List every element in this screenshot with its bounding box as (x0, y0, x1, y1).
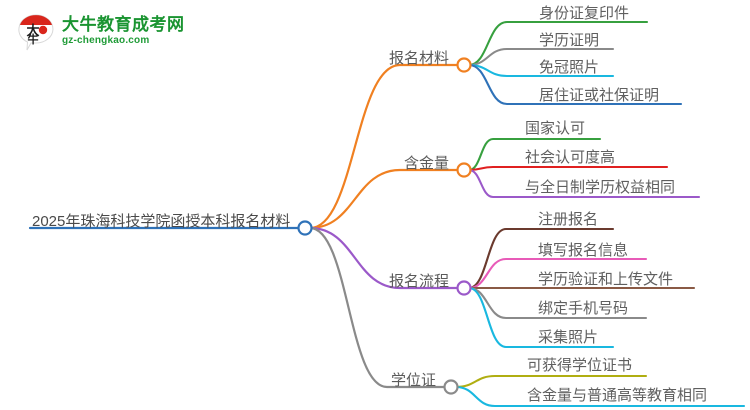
logo-mark-text: 大 (26, 23, 39, 39)
child-connector-curves (454, 20, 535, 408)
root-node-circle[interactable] (297, 220, 313, 236)
child-curve-2-4 (467, 286, 534, 349)
leaf-label-0-2[interactable]: 免冠照片 (539, 59, 600, 76)
leaf-label-2-3[interactable]: 绑定手机号码 (538, 300, 629, 317)
child-curve-3-1 (454, 385, 523, 408)
branch-curve-2 (308, 226, 458, 290)
branch-node-circle-1[interactable] (456, 162, 472, 178)
leaf-label-2-1[interactable]: 填写报名信息 (538, 242, 629, 259)
node-circles (297, 57, 472, 395)
leaf-label-1-2[interactable]: 与全日制学历权益相同 (525, 179, 676, 196)
leaf-label-0-0[interactable]: 身份证复印件 (539, 5, 630, 22)
mindmap-root-label[interactable]: 2025年珠海科技学院函授本科报名材料 (32, 213, 291, 230)
leaf-label-2-0[interactable]: 注册报名 (538, 211, 599, 228)
logo-title: 大牛教育成考网 (62, 15, 185, 34)
site-logo[interactable]: 大 牛 大牛教育成考网 gz-chengkao.com (16, 6, 196, 56)
svg-text:牛: 牛 (28, 32, 39, 46)
logo-subtitle: gz-chengkao.com (62, 35, 150, 46)
child-curve-2-1 (467, 257, 534, 290)
child-curve-0-1 (467, 47, 535, 67)
branch-label-2[interactable]: 报名流程 (389, 273, 450, 290)
branch-label-1[interactable]: 含金量 (404, 155, 450, 172)
daniu-speech-bubble-logo-icon: 大 牛 (16, 10, 56, 52)
leaf-label-2-2[interactable]: 学历验证和上传文件 (538, 271, 674, 288)
leaf-label-1-0[interactable]: 国家认可 (525, 120, 586, 137)
child-curve-0-3 (467, 63, 535, 106)
leaf-label-1-1[interactable]: 社会认可度高 (525, 149, 616, 166)
leaf-label-3-1[interactable]: 含金量与普通高等教育相同 (527, 387, 708, 404)
logo-text-block: 大牛教育成考网 gz-chengkao.com (62, 16, 185, 46)
branch-label-0[interactable]: 报名材料 (389, 50, 450, 67)
branch-node-circle-0[interactable] (456, 57, 472, 73)
child-curve-1-2 (467, 168, 521, 199)
branch-curve-3 (308, 226, 445, 389)
child-curve-2-3 (467, 286, 534, 320)
branch-curve-0 (308, 63, 458, 230)
branch-node-circle-3[interactable] (443, 379, 459, 395)
child-curve-3-0 (454, 374, 523, 389)
leaf-label-2-4[interactable]: 采集照片 (538, 329, 599, 346)
child-curve-1-0 (467, 137, 521, 172)
branch-node-circle-2[interactable] (456, 280, 472, 296)
child-curve-0-0 (467, 20, 535, 67)
child-curve-2-0 (467, 227, 534, 290)
leaf-label-0-3[interactable]: 居住证或社保证明 (539, 87, 660, 104)
leaf-underlines (517, 20, 746, 408)
child-curve-1-1 (467, 165, 521, 172)
branch-label-3[interactable]: 学位证 (391, 372, 437, 389)
leaf-label-0-1[interactable]: 学历证明 (539, 32, 600, 49)
branch-curve-1 (308, 168, 458, 230)
leaf-label-3-0[interactable]: 可获得学位证书 (527, 357, 633, 374)
branch-connector-curves (308, 63, 458, 389)
